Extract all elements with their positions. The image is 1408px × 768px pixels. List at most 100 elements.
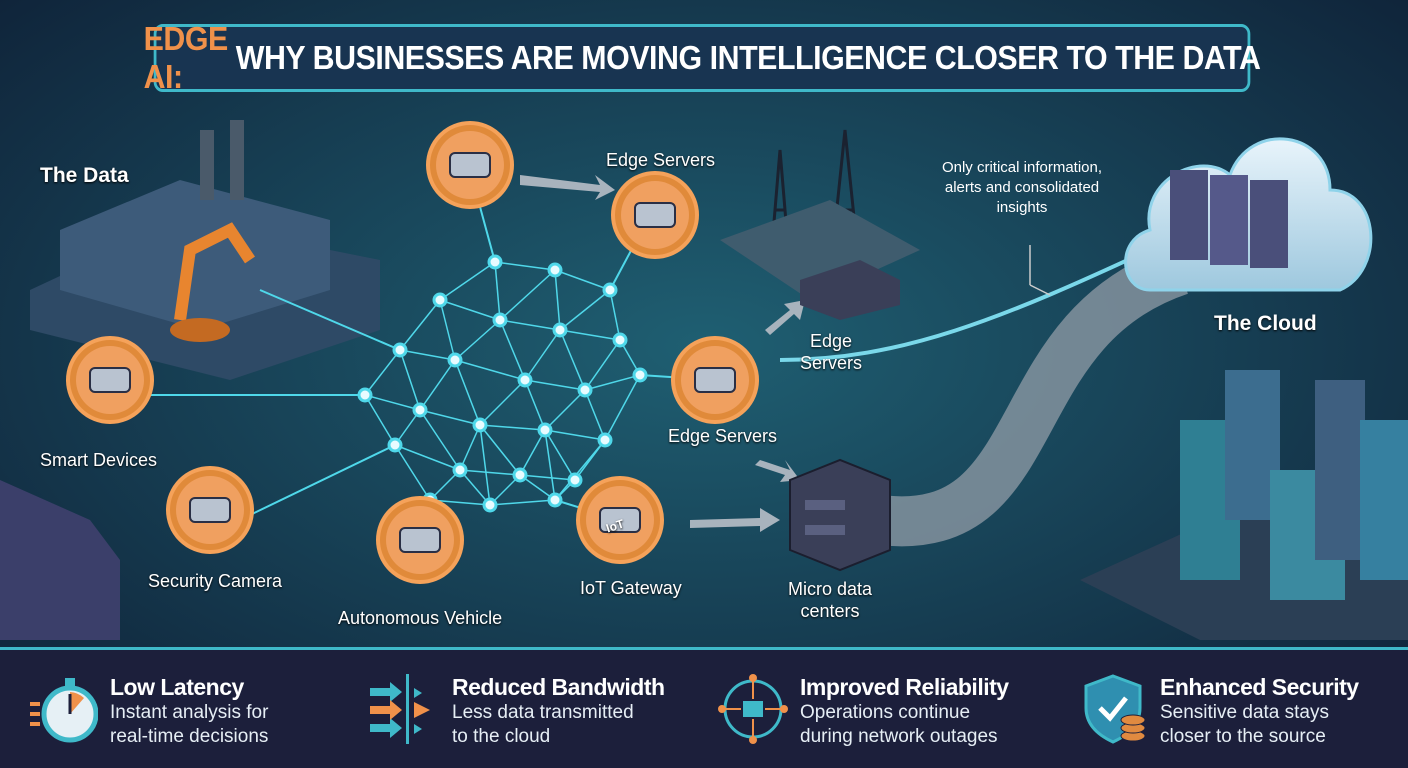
flow-arrows: [520, 175, 805, 532]
network-link: [499, 319, 561, 331]
network-link: [584, 339, 621, 391]
network-node: [432, 292, 448, 308]
iot-gateway-icon: [576, 476, 664, 564]
feature-line: Instant analysis for: [110, 702, 269, 723]
network-node: [612, 332, 628, 348]
network-link: [419, 409, 461, 471]
label-the-data: The Data: [40, 164, 129, 187]
bandwidth-arrows-icon: [370, 674, 430, 744]
network-link: [544, 429, 576, 481]
network-link: [524, 379, 546, 431]
feature-line: Sensitive data stays: [1160, 702, 1329, 723]
network-link: [249, 444, 396, 516]
network-link: [439, 299, 456, 361]
title-accent: EDGE AI:: [143, 20, 229, 95]
network-link: [544, 389, 586, 431]
label-micro-data-centers: Micro data centers: [788, 579, 873, 621]
network-link: [544, 429, 556, 501]
label-edge-servers-right: Edge Servers: [800, 331, 863, 373]
network-link: [459, 469, 491, 506]
network-link: [524, 379, 586, 391]
network-link: [559, 289, 611, 331]
feature-line: Operations continue: [800, 702, 971, 723]
network-link: [364, 394, 421, 411]
edge-server-icon: [611, 171, 699, 259]
network-link: [419, 409, 481, 426]
network-link: [454, 359, 481, 426]
network-link: [519, 429, 546, 476]
network-node: [512, 467, 528, 483]
label-security-camera: Security Camera: [148, 571, 283, 591]
network-link: [394, 444, 431, 501]
network-link: [544, 429, 606, 441]
neural-network-graph: [150, 169, 716, 541]
feature-title: Enhanced Security: [1160, 674, 1359, 700]
network-node: [412, 402, 428, 418]
network-node: [482, 497, 498, 513]
label-edge-servers-top: Edge Servers: [606, 150, 716, 170]
network-link: [559, 329, 586, 391]
smart-device-camera-icon: [66, 336, 154, 424]
network-link: [394, 444, 461, 471]
network-node: [492, 312, 508, 328]
network-link: [399, 349, 421, 411]
network-node: [392, 342, 408, 358]
network-node: [447, 352, 463, 368]
network-link: [499, 269, 556, 321]
network-link: [399, 299, 441, 351]
network-link: [439, 299, 501, 321]
network-node: [487, 254, 503, 270]
network-link: [524, 329, 561, 381]
network-link: [439, 261, 496, 301]
network-link: [554, 269, 611, 291]
network-node: [547, 492, 563, 508]
network-node: [387, 437, 403, 453]
network-link: [419, 359, 456, 411]
network-link: [609, 289, 621, 341]
label-autonomous-vehicle: Autonomous Vehicle: [338, 608, 503, 628]
network-node: [552, 322, 568, 338]
feature-line: to the cloud: [452, 726, 551, 747]
network-link: [604, 374, 641, 441]
label-iot-gateway: IoT Gateway: [580, 578, 682, 598]
feature-title: Reduced Bandwidth: [452, 674, 665, 700]
network-link: [454, 319, 501, 361]
network-link: [454, 359, 526, 381]
network-link: [554, 269, 561, 331]
network-link: [584, 374, 641, 391]
network-link: [399, 349, 456, 361]
network-chip-icon: [718, 674, 788, 744]
network-node: [577, 382, 593, 398]
edge-router-icon: [800, 260, 900, 320]
network-link: [259, 289, 401, 351]
camera-icon: [426, 121, 514, 209]
micro-data-center-icon: [789, 458, 891, 572]
network-link: [519, 474, 576, 481]
network-link: [489, 499, 556, 506]
network-node: [597, 432, 613, 448]
network-node: [547, 262, 563, 278]
cloud-icon: [1124, 137, 1373, 292]
label-the-cloud: The Cloud: [1214, 312, 1317, 335]
security-camera-icon: [166, 466, 254, 554]
network-node: [537, 422, 553, 438]
network-node: [602, 282, 618, 298]
network-link: [459, 469, 521, 476]
label-edge-servers-mid: Edge Servers: [668, 426, 778, 446]
network-link: [584, 389, 606, 441]
city-illustration: [1080, 370, 1408, 640]
network-link: [479, 379, 526, 426]
network-node: [567, 472, 583, 488]
network-link: [459, 424, 481, 471]
title-text: WHY BUSINESSES ARE MOVING INTELLIGENCE C…: [227, 39, 1261, 76]
network-link: [479, 424, 491, 506]
page-title: EDGE AI: WHY BUSINESSES ARE MOVING INTEL…: [144, 20, 1261, 95]
stopwatch-icon: [30, 678, 98, 743]
shield-check-icon: [1084, 674, 1146, 744]
